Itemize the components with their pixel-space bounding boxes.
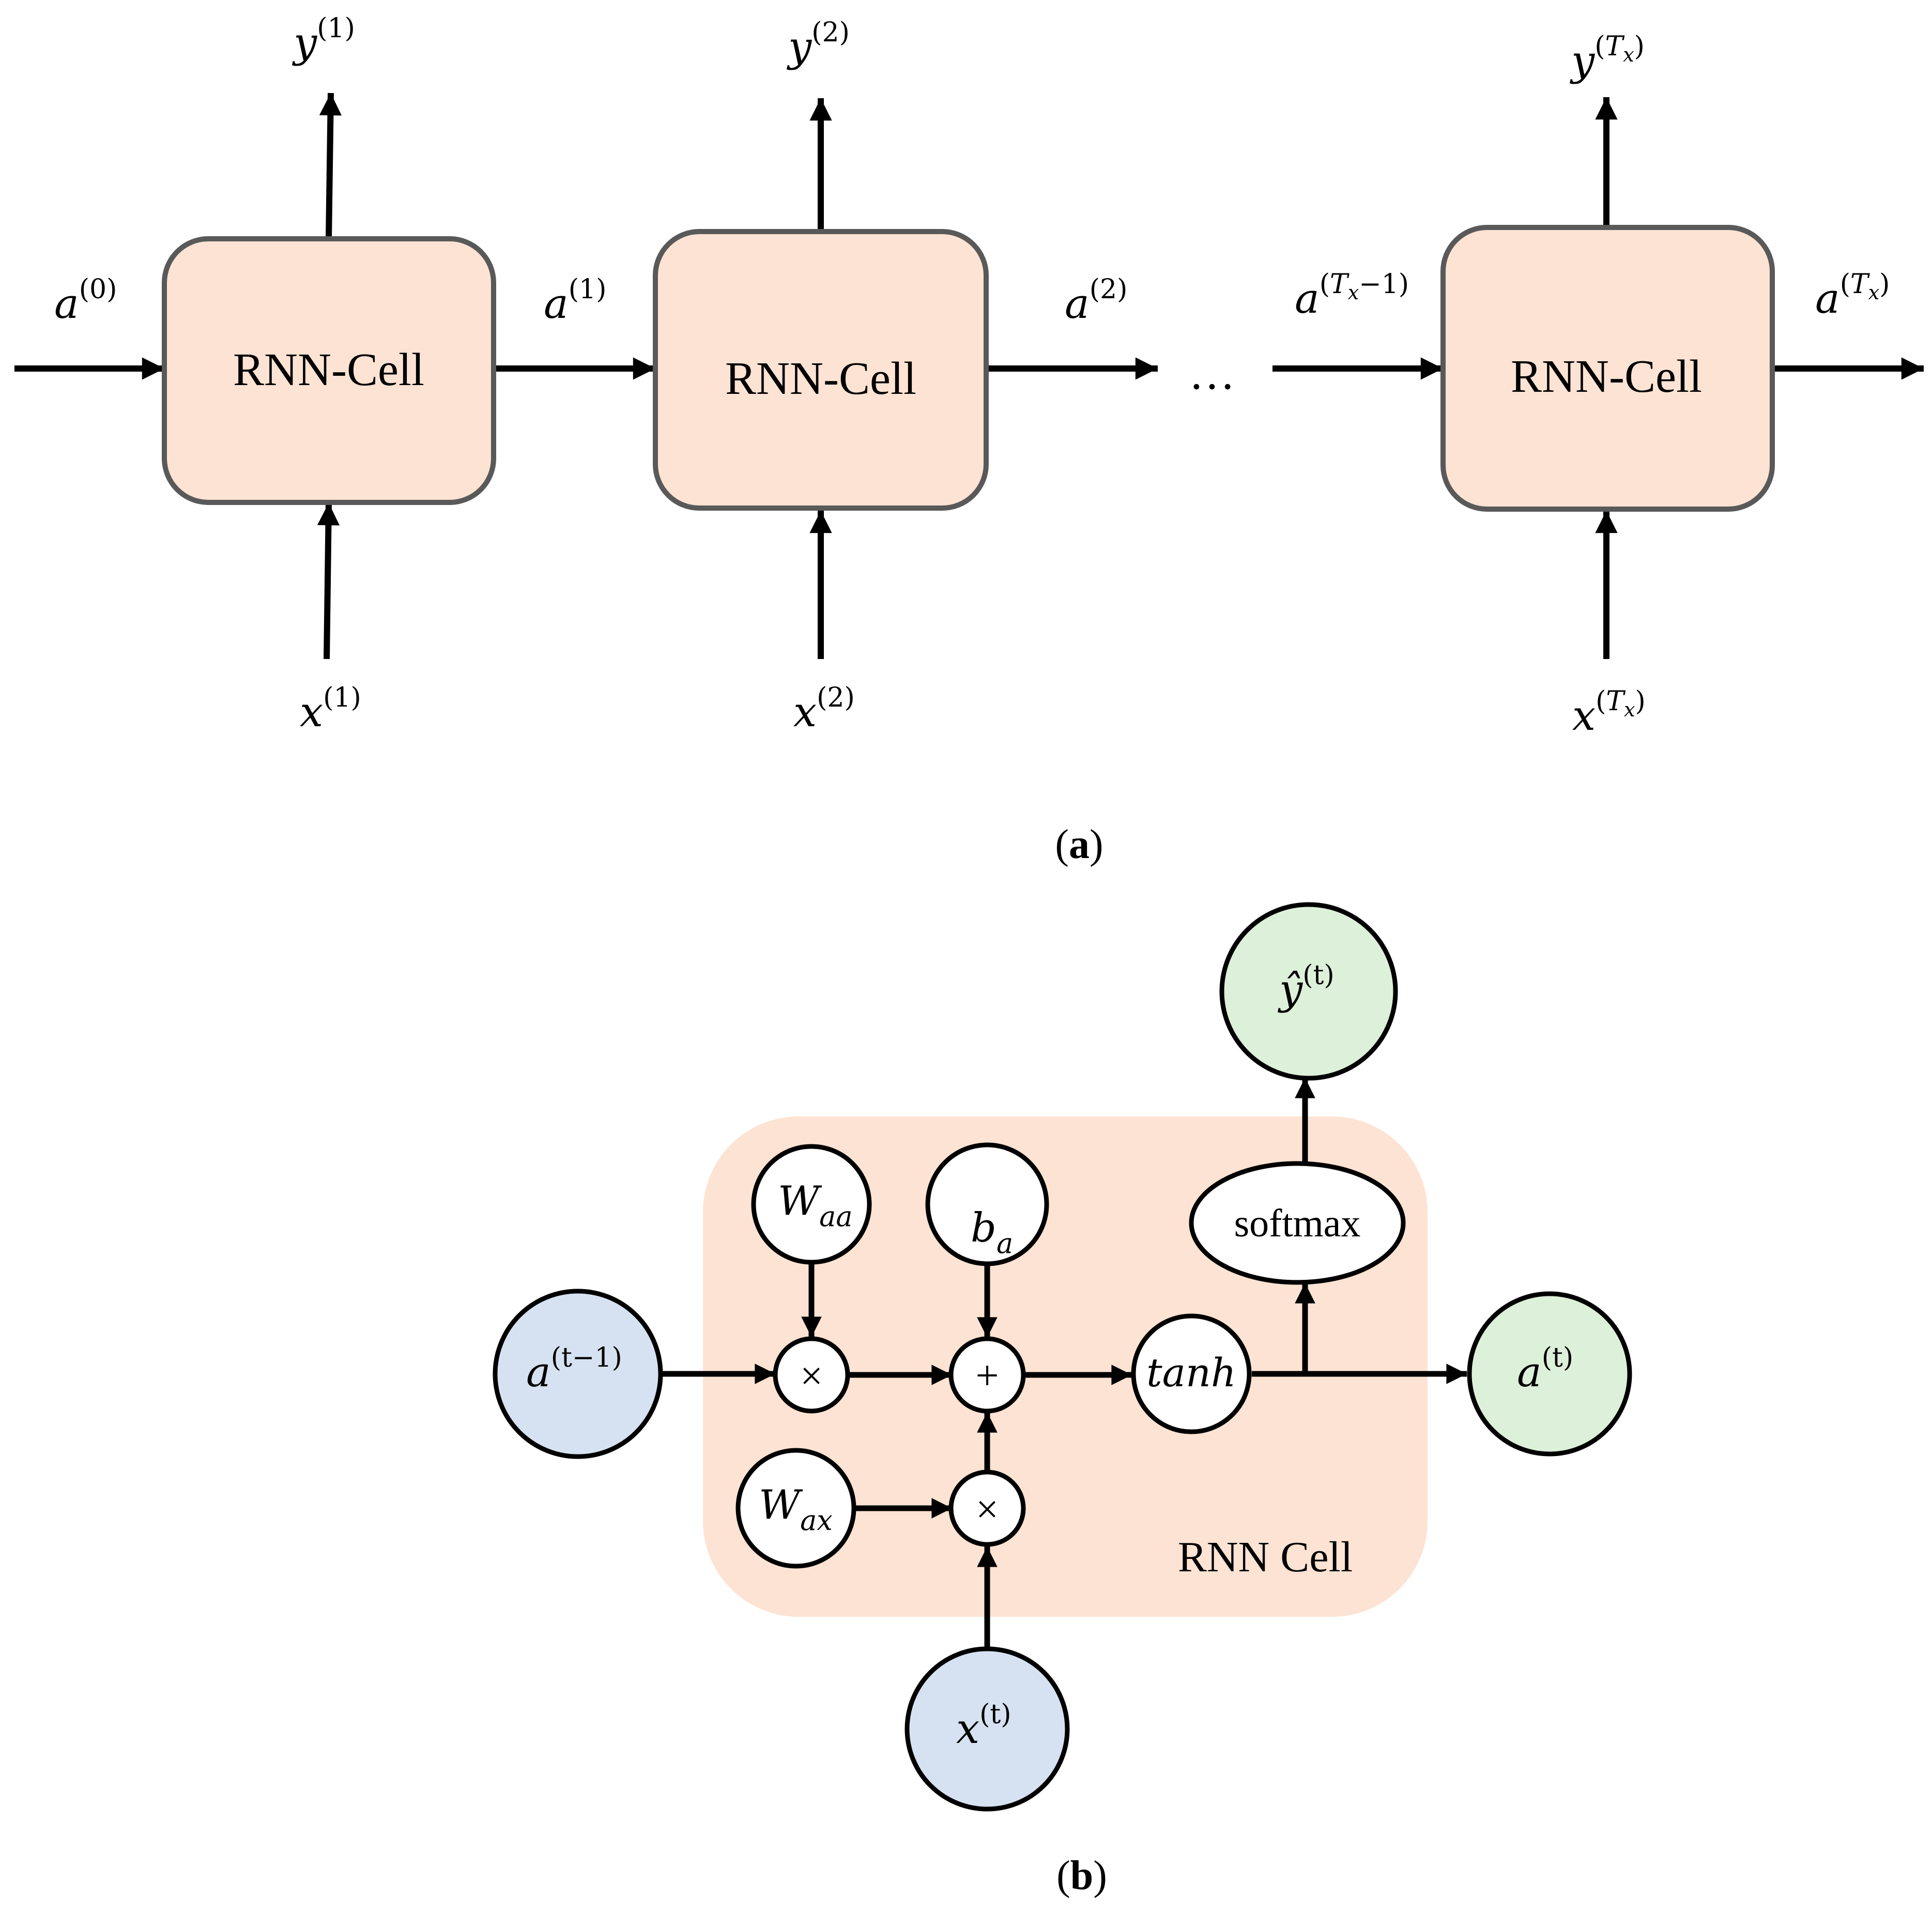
node-x-t: x(t)	[904, 1646, 1070, 1812]
panel-a: RNN-Cell RNN-Cell RNN-Cell … a(0) a(1) a…	[14, 13, 1924, 867]
node-tanh-label: tanh	[1146, 1350, 1236, 1396]
multiply-symbol: ×	[976, 1487, 999, 1532]
node-y-hat-label: ŷ(t)	[1278, 960, 1335, 1014]
rnn-cell-1: RNN-Cell	[162, 236, 496, 505]
node-a-prev: a(t−1)	[493, 1289, 663, 1459]
label-x2: x(2)	[793, 682, 855, 736]
label-a0: a(0)	[54, 274, 117, 328]
node-x-t-label: x(t)	[956, 1699, 1011, 1753]
panel-b: RNN Cell a(t−1) x(t) a(t) ŷ(t)	[493, 902, 1632, 1898]
arrow-y1	[319, 93, 342, 239]
node-softmax: softmax	[1189, 1161, 1406, 1285]
node-a-t: a(t)	[1467, 1291, 1632, 1457]
node-b-a: ba	[925, 1142, 1049, 1266]
add-symbol: +	[975, 1353, 999, 1399]
multiply-icon: ×	[948, 1469, 1026, 1547]
multiply-symbol: ×	[800, 1353, 823, 1398]
node-w-ax: Wax	[735, 1448, 856, 1569]
label-yTx: y(Tx)	[1570, 31, 1645, 85]
rnn-cell-label: RNN-Cell	[233, 344, 424, 395]
rnn-cell-label: RNN-Cell	[1511, 351, 1702, 402]
node-a-prev-label: a(t−1)	[526, 1342, 622, 1396]
arrow-x1	[317, 502, 340, 660]
add-icon: +	[948, 1336, 1026, 1414]
label-aTx-1: a(Tx−1)	[1295, 269, 1409, 323]
label-aTx: a(Tx)	[1815, 269, 1890, 323]
label-x1: x(1)	[300, 682, 361, 736]
caption-a: (a)	[1055, 822, 1103, 867]
caption-b: (b)	[1056, 1853, 1107, 1898]
rnn-cell-label: RNN Cell	[1178, 1533, 1353, 1581]
label-y1: y(1)	[292, 13, 355, 67]
node-y-hat: ŷ(t)	[1219, 902, 1398, 1081]
node-a-t-label: a(t)	[1517, 1342, 1573, 1396]
label-y2: y(2)	[787, 17, 850, 71]
label-xTx: x(Tx)	[1572, 686, 1646, 740]
label-a1: a(1)	[544, 274, 606, 328]
label-a2: a(2)	[1065, 274, 1127, 328]
node-b-a-label: ba	[971, 1205, 1013, 1260]
ellipsis: …	[1189, 348, 1235, 399]
node-w-aa: Waa	[751, 1144, 872, 1265]
node-w-ax-label: Wax	[759, 1482, 833, 1537]
multiply-icon: ×	[773, 1336, 850, 1414]
rnn-cell-label: RNN-Cell	[725, 353, 916, 404]
node-softmax-label: softmax	[1234, 1202, 1361, 1245]
rnn-cell-2: RNN-Cell	[653, 229, 989, 511]
node-w-aa-label: Waa	[778, 1178, 853, 1233]
node-tanh: tanh	[1131, 1313, 1252, 1434]
rnn-cell-3: RNN-Cell	[1440, 225, 1775, 512]
